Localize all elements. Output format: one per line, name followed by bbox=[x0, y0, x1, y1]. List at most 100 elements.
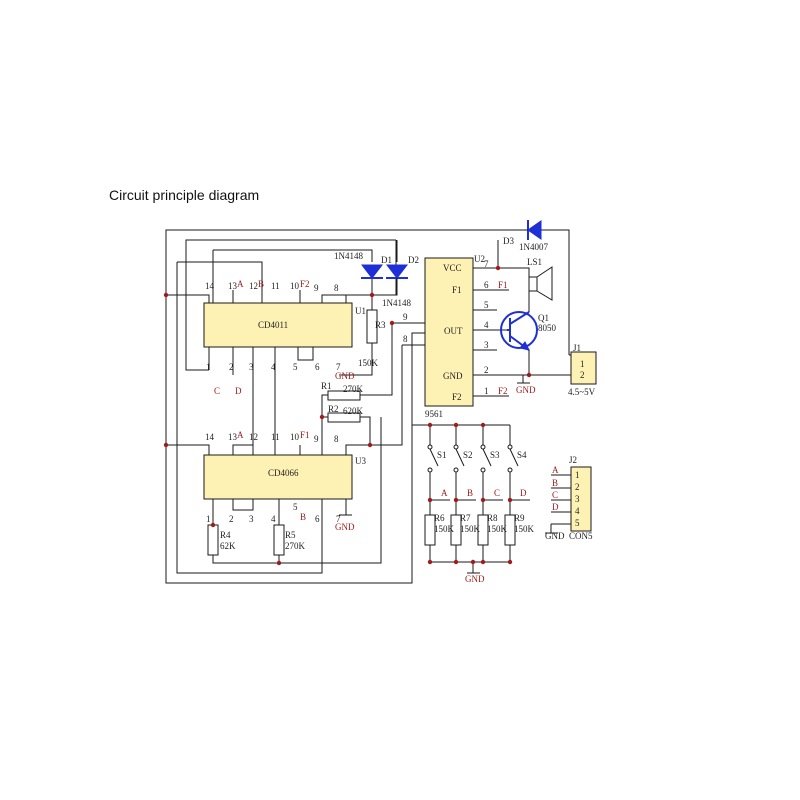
r5-val: 270K bbox=[285, 541, 306, 551]
u1-pin-2: 2 bbox=[229, 362, 234, 372]
switch-net-b: B bbox=[467, 488, 473, 498]
switch-gnd-label: GND bbox=[465, 574, 485, 584]
r8-body bbox=[477, 514, 489, 546]
u2-part-label: 9561 bbox=[425, 409, 443, 419]
u3-pin-12: 12 bbox=[249, 432, 258, 442]
r2-val: 620K bbox=[343, 406, 364, 416]
switch-net-a: A bbox=[441, 488, 448, 498]
d3-ref-label: D3 bbox=[503, 236, 514, 246]
u1-pin-11: 11 bbox=[271, 281, 280, 291]
u3-pin-7: 7 bbox=[336, 514, 341, 524]
r4-ref: R4 bbox=[220, 530, 231, 540]
u3-pin-10: 10 bbox=[290, 432, 300, 442]
u2-chip bbox=[424, 257, 474, 407]
u3-pin-11: 11 bbox=[271, 432, 280, 442]
j2-pin-4: 4 bbox=[575, 506, 580, 516]
u3-chip bbox=[203, 454, 353, 500]
j2-net-d: D bbox=[552, 502, 559, 512]
switches bbox=[427, 444, 519, 473]
s4-label: S4 bbox=[517, 450, 527, 460]
u1-pin-5: 5 bbox=[293, 362, 298, 372]
j2-pin-3: 3 bbox=[575, 494, 580, 504]
j2-net-a: A bbox=[552, 465, 559, 475]
d3-symbol bbox=[527, 220, 542, 240]
r8-val: 150K bbox=[487, 524, 508, 534]
j2-pin-1: 1 bbox=[575, 470, 580, 480]
u1-pin-6: 6 bbox=[315, 362, 320, 372]
r9-val: 150K bbox=[514, 524, 535, 534]
j1-connector bbox=[570, 351, 597, 385]
r9-ref: R9 bbox=[514, 513, 525, 523]
u3-pin-1: 1 bbox=[206, 514, 211, 524]
u3-pin-13: 13 bbox=[228, 432, 238, 442]
u2-out: OUT bbox=[444, 326, 463, 336]
u1-pin-10: 10 bbox=[290, 281, 300, 291]
u1-pin-13: 13 bbox=[228, 281, 238, 291]
r1-body bbox=[327, 390, 361, 401]
s3-label: S3 bbox=[490, 450, 500, 460]
q1-ref: Q1 bbox=[538, 313, 549, 323]
r7-body bbox=[450, 514, 462, 546]
u1-part-label: CD4011 bbox=[258, 320, 288, 330]
u1-pin-1: 1 bbox=[206, 362, 211, 372]
u3-part-label: CD4066 bbox=[268, 468, 299, 478]
j2-gnd-label: GND bbox=[545, 531, 565, 541]
u3-pin-8: 8 bbox=[334, 434, 339, 444]
u1-gnd-label: GND bbox=[335, 371, 355, 381]
u2-pin-5: 5 bbox=[484, 300, 489, 310]
u3-pin-3: 3 bbox=[249, 514, 254, 524]
u3-pin-2: 2 bbox=[229, 514, 234, 524]
r6-ref: R6 bbox=[434, 513, 445, 523]
u1-pin-3: 3 bbox=[249, 362, 254, 372]
r3-val: 150K bbox=[358, 358, 379, 368]
u3-net-a: A bbox=[237, 430, 244, 440]
u1-net-d: D bbox=[235, 386, 242, 396]
d1-ref-label: D1 bbox=[381, 255, 392, 265]
j2-net-b: B bbox=[552, 478, 558, 488]
u2-gnd-symbol-label: GND bbox=[516, 385, 536, 395]
j2-part: CON5 bbox=[569, 531, 593, 541]
s1-label: S1 bbox=[437, 450, 447, 460]
diagram-title: Circuit principle diagram bbox=[109, 187, 260, 203]
r6-val: 150K bbox=[434, 524, 455, 534]
transistor-q1 bbox=[500, 311, 538, 351]
u1-net-c: C bbox=[214, 386, 220, 396]
r4-val: 62K bbox=[220, 541, 236, 551]
d3-type-label: 1N4007 bbox=[519, 242, 548, 252]
j1-ref: J1 bbox=[573, 343, 581, 353]
u3-pin-4: 4 bbox=[271, 514, 276, 524]
u2-pin-2: 2 bbox=[484, 365, 489, 375]
d2-symbol bbox=[385, 264, 409, 279]
resistors bbox=[207, 309, 516, 556]
j1-voltage: 4.5~5V bbox=[568, 387, 596, 397]
u2-pin-9: 9 bbox=[403, 312, 408, 322]
u3-ref-label: U3 bbox=[355, 456, 366, 466]
u2-gnd: GND bbox=[443, 371, 463, 381]
u1-ref-label: U1 bbox=[355, 306, 366, 316]
q1-part: 8050 bbox=[538, 323, 557, 333]
u3-pin-6: 6 bbox=[315, 514, 320, 524]
u2-pin-8: 8 bbox=[403, 334, 408, 344]
r4-body bbox=[207, 524, 219, 556]
r2-ref: R2 bbox=[328, 404, 339, 414]
ls1-label: LS1 bbox=[527, 257, 542, 267]
u1-chip bbox=[203, 302, 353, 348]
r8-ref: R8 bbox=[487, 513, 498, 523]
r5-ref: R5 bbox=[285, 530, 296, 540]
u2-ref-label: U2 bbox=[474, 254, 485, 264]
r1-val: 270K bbox=[343, 384, 364, 394]
gnd-symbols bbox=[339, 374, 558, 574]
u2-vcc: VCC bbox=[443, 263, 462, 273]
j2-connector bbox=[570, 466, 592, 532]
u3-gnd-label: GND bbox=[335, 522, 355, 532]
u1-net-f2: F2 bbox=[300, 279, 310, 289]
r6-body bbox=[424, 514, 436, 546]
u1-pin-14: 14 bbox=[205, 281, 215, 291]
j2-net-c: C bbox=[552, 490, 558, 500]
r1-ref: R1 bbox=[321, 381, 332, 391]
r3-ref: R3 bbox=[375, 320, 386, 330]
u1-pin-12: 12 bbox=[249, 281, 258, 291]
r2-body bbox=[327, 412, 361, 423]
d2-type-label: 1N4148 bbox=[382, 298, 411, 308]
